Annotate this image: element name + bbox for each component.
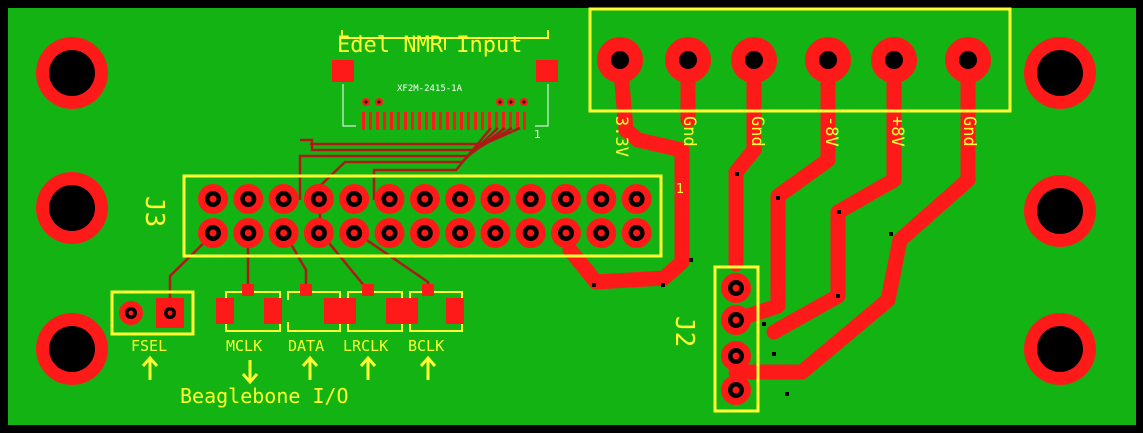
- mounting-hole-icon: [1024, 313, 1096, 385]
- power-label-gnd-1: Gnd: [679, 116, 699, 147]
- mounting-holes: [36, 37, 1096, 385]
- jumper-bclk: BCLK: [400, 284, 464, 380]
- j3-pin: [445, 218, 476, 248]
- signal-jumpers: MCLK DATA LRCLK: [216, 284, 464, 385]
- j3-pin: [268, 218, 299, 248]
- arrow-up-icon: [359, 355, 377, 380]
- fpc-vias: [362, 98, 528, 106]
- arrow-up-icon: [419, 355, 437, 380]
- j3-pin: [303, 184, 334, 214]
- jumper-label-lrclk: LRCLK: [343, 337, 388, 355]
- jumper-lrclk: LRCLK: [338, 284, 404, 380]
- vias: [592, 172, 893, 396]
- j3-pin: [198, 218, 228, 248]
- j2-pins: [721, 273, 751, 405]
- jumper-data: DATA: [287, 284, 342, 380]
- j3-pin: [480, 218, 511, 248]
- j3-pin: [339, 184, 370, 214]
- mounting-hole-icon: [36, 313, 108, 385]
- j3-pin: [515, 184, 546, 214]
- j3-header: J3 1: [139, 174, 684, 258]
- mounting-hole-icon: [36, 172, 108, 244]
- j3-pin: [621, 184, 652, 214]
- fpc-pins: [362, 112, 526, 130]
- power-label-gnd-2: Gnd: [747, 116, 767, 147]
- mounting-hole-icon: [1024, 175, 1096, 247]
- j3-pin: [445, 184, 476, 214]
- mounting-hole-icon: [1024, 37, 1096, 109]
- j3-pin: [409, 184, 440, 214]
- j3-pin: [551, 184, 581, 214]
- fpc-mount-pad-right: [536, 60, 558, 82]
- j3-pin: [551, 218, 581, 248]
- mounting-hole-icon: [36, 37, 108, 109]
- arrow-down-icon: [241, 360, 259, 385]
- power-label-3v3: 3.3V: [611, 116, 631, 157]
- j3-pin: [233, 184, 264, 214]
- j3-designator: J3: [139, 196, 169, 227]
- power-label-plus-8v: +8V: [887, 116, 907, 147]
- fsel-label: FSEL: [131, 337, 167, 355]
- power-label-minus-8v: -8V: [821, 116, 841, 147]
- arrow-up-icon: [141, 355, 159, 380]
- j3-pin: [268, 184, 299, 214]
- j2-outline: [713, 265, 760, 413]
- jumper-mclk: MCLK: [216, 284, 282, 385]
- j3-pin: [586, 184, 617, 214]
- fpc-part-number: XF2M-2415-1A: [397, 84, 463, 94]
- fpc-title: Edel NMR Input: [337, 33, 522, 58]
- j3-pins: [198, 184, 652, 248]
- j2-header: J2: [669, 265, 760, 413]
- j3-pin: [480, 184, 511, 214]
- pcb-substrate: [8, 8, 1136, 425]
- jumper-label-mclk: MCLK: [226, 337, 262, 355]
- j3-pin1-marker: 1: [676, 182, 684, 197]
- j3-pin: [374, 184, 405, 214]
- j3-pin: [409, 218, 440, 248]
- power-connector-outline: [588, 7, 1012, 113]
- jumper-label-data: DATA: [288, 337, 324, 355]
- power-label-gnd-3: Gnd: [959, 116, 979, 147]
- j3-pin: [586, 218, 617, 248]
- j3-pin: [303, 218, 334, 248]
- j3-outline: [182, 174, 663, 258]
- j3-pin: [198, 184, 228, 214]
- fpc-connector: Edel NMR Input XF2M-2415-1A: [332, 30, 558, 141]
- j3-pin: [233, 218, 264, 248]
- j2-designator: J2: [669, 316, 699, 347]
- io-footer-label: Beaglebone I/O: [180, 384, 349, 408]
- fsel-jumper: FSEL: [110, 290, 195, 380]
- fsel-outline: [110, 290, 195, 336]
- j3-pin: [515, 218, 546, 248]
- power-connector-pads: [597, 37, 991, 83]
- fpc-pin1-marker: 1: [534, 128, 541, 141]
- j3-pin: [339, 218, 370, 248]
- power-connector: 3.3V Gnd Gnd -8V +8V Gnd: [588, 7, 1012, 157]
- arrow-up-icon: [301, 355, 319, 380]
- j3-pin: [374, 218, 405, 248]
- fpc-mount-pad-left: [332, 60, 354, 82]
- jumper-label-bclk: BCLK: [408, 337, 444, 355]
- j3-pin: [621, 218, 652, 248]
